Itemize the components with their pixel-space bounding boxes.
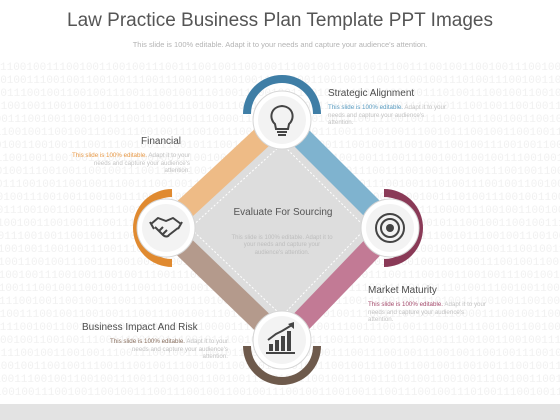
center-title: Evaluate For Sourcing: [233, 207, 333, 218]
financial-title: Financial: [141, 136, 182, 147]
handshake-icon: [149, 217, 183, 238]
strategic-body: This slide is 100% editable. Adapt it to…: [328, 104, 448, 127]
market-highlight: This slide is 100% editable.: [368, 301, 443, 308]
slide-subtitle: This slide is 100% editable. Adapt it to…: [132, 40, 428, 49]
growth-chart-icon: [266, 322, 295, 354]
market-desc: Adapt it to your needs and capture your …: [368, 301, 486, 324]
node-market[interactable]: [360, 189, 423, 267]
node-strategic[interactable]: [243, 75, 321, 150]
target-icon: [375, 213, 405, 243]
center-body: This slide is 100% editable. Adapt it to…: [231, 235, 333, 256]
node-financial[interactable]: [133, 189, 196, 267]
financial-body: This slide is 100% editable. Adapt it to…: [70, 152, 190, 175]
impact-body: This slide is 100% editable. Adapt it to…: [108, 338, 228, 361]
svg-text:100100111001001100100111001110: 1001001110010011001001110011100100110010…: [0, 387, 560, 399]
market-title: Market Maturity: [368, 285, 437, 296]
svg-text:110010011100100110010011100111: 1100100111001001100100111001110010011001…: [0, 62, 560, 74]
impact-highlight: This slide is 100% editable.: [110, 338, 185, 345]
footer-bar: [0, 404, 560, 420]
slide-title: Law Practice Business Plan Template PPT …: [67, 10, 493, 31]
strategic-desc: Adapt it to your needs and capture your …: [328, 104, 446, 127]
lightbulb-icon: [270, 104, 294, 136]
strategic-title: Strategic Alignment: [328, 88, 415, 99]
impact-title: Business Impact And Risk: [82, 322, 198, 333]
financial-highlight: This slide is 100% editable.: [72, 152, 147, 159]
center-diamond: [180, 134, 376, 326]
market-body: This slide is 100% editable. Adapt it to…: [368, 301, 488, 324]
strategic-highlight: This slide is 100% editable.: [328, 104, 403, 111]
financial-desc: Adapt it to your needs and capture your …: [93, 152, 190, 175]
impact-desc: Adapt it to your needs and capture your …: [131, 338, 228, 361]
